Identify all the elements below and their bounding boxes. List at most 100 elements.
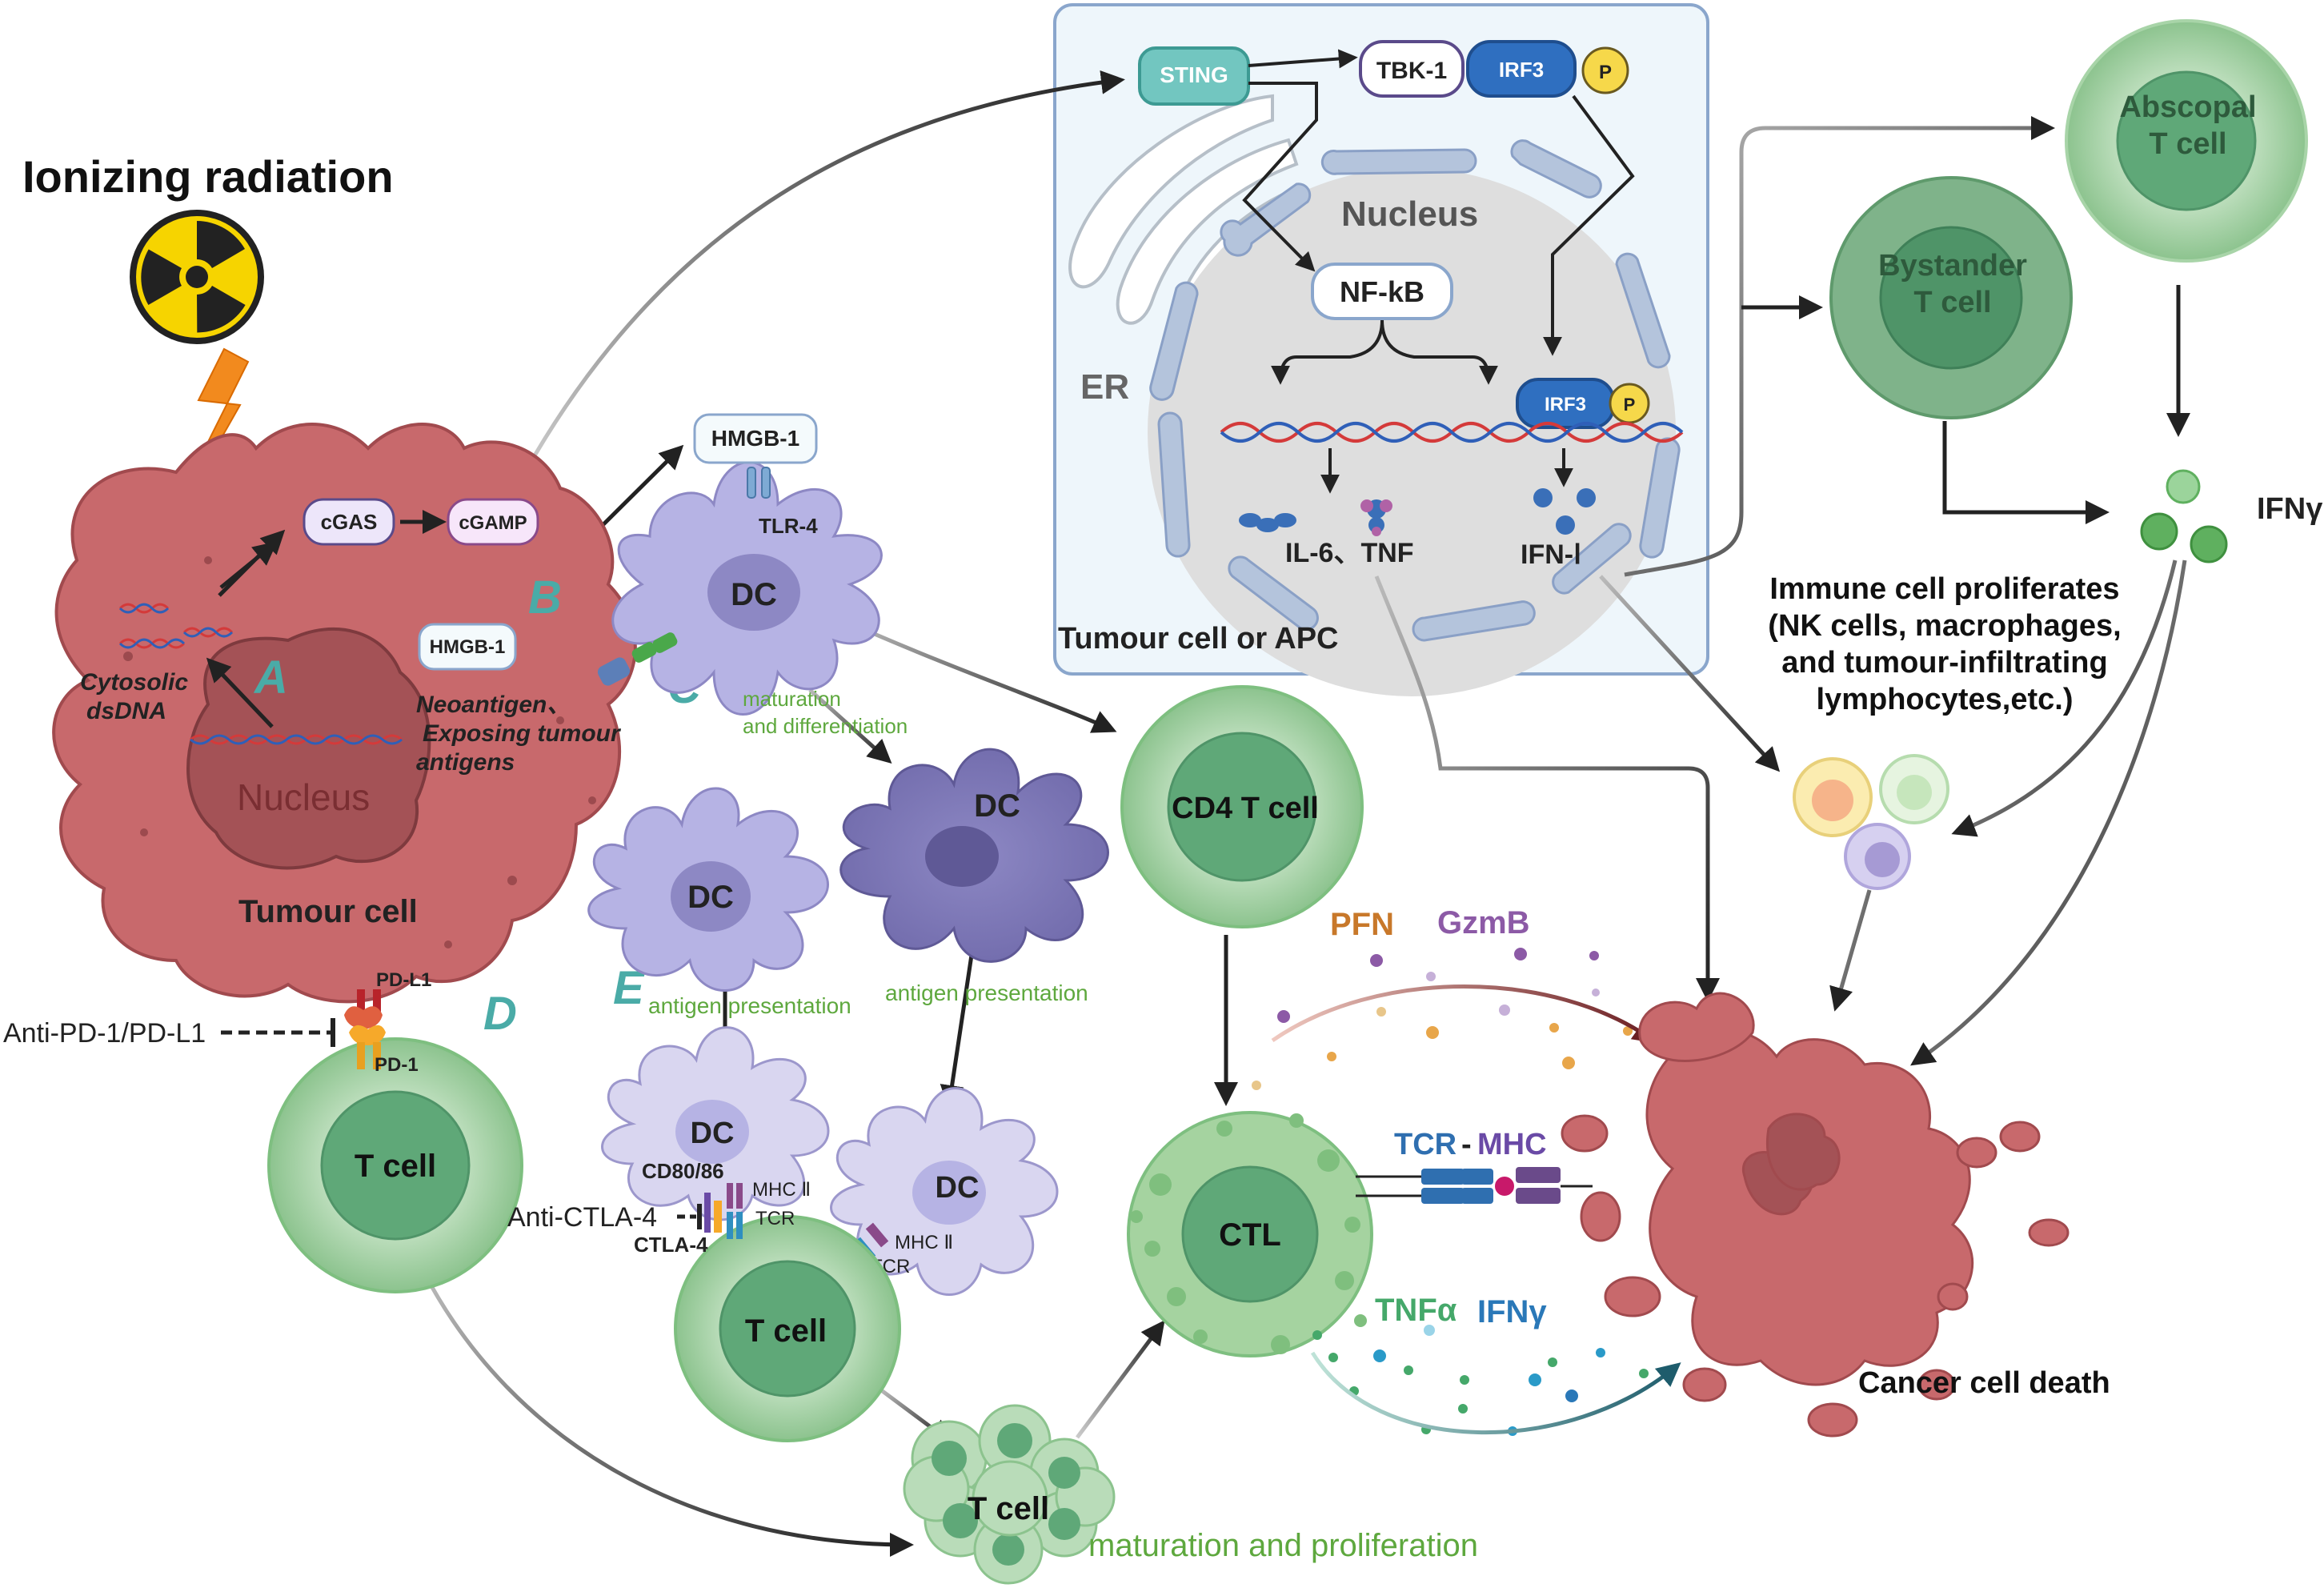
tcr-mhc-mhc-label: MHC (1477, 1128, 1547, 1161)
dc-main-label: DC (731, 577, 777, 612)
il6-to-death-arrow (1374, 575, 1720, 1002)
mhc2-label: MHC Ⅱ (752, 1179, 811, 1201)
dendritic-cell-mhc (830, 1087, 1059, 1296)
proliferating-t-cells (903, 1404, 1116, 1585)
ifng2-label: IFNγ (1477, 1294, 1547, 1329)
tbk1-node (1359, 40, 1465, 98)
maturation-label-line2: and differentiation (743, 714, 908, 738)
t-cell-left (267, 1037, 523, 1293)
ifng-to-death-arrow (1910, 559, 2187, 1066)
nfkb-label: NF-kB (1340, 275, 1424, 308)
phospho-p-label: P (1599, 62, 1612, 83)
dc-to-cd4-arrow (843, 619, 1117, 733)
bystander-label-line1: Bystander (1878, 249, 2027, 283)
bystander-to-ifng-arrow (1942, 421, 2110, 524)
dc-mature-label: DC (974, 788, 1020, 824)
irf3-to-nucleus-arrow (1543, 94, 1635, 356)
abscopal-label-line2: T cell (2149, 127, 2226, 161)
dc-e-label: DC (687, 880, 734, 915)
sting-pathway-panel: ER Nucleus STING TBK-1 IRF3 (1053, 3, 1709, 696)
maturation-proliferation-label: maturation and proliferation (1088, 1528, 1478, 1563)
dsdna-to-cgas-arrow (218, 529, 286, 597)
cancer-death-label: Cancer cell death (1858, 1366, 2110, 1400)
tbk1-label: TBK-1 (1376, 58, 1447, 84)
ctl-cell (1127, 1111, 1373, 1357)
immune-label-line2: (NK cells, macrophages, (1768, 609, 2121, 643)
ifn1-protein-icon (1533, 488, 1596, 535)
dendritic-cell-e (587, 787, 829, 992)
tcr-label: TCR (755, 1208, 795, 1229)
immune-label-line4: lymphocytes,etc.) (1817, 683, 2074, 716)
dc-maturation-arrow (808, 688, 892, 764)
gzmb-label: GzmB (1437, 905, 1530, 940)
t-cell-ctla4-label: T cell (745, 1313, 827, 1349)
ifng-label: IFNγ (2257, 492, 2322, 526)
pfn-gzmb-arrow (1271, 984, 1657, 1044)
pd1-label: PD-1 (375, 1054, 419, 1076)
dendritic-cell-mature (839, 748, 1109, 963)
sting-to-tbk1-arrow (1248, 49, 1358, 69)
step-letter-a: A (253, 652, 288, 704)
cd4-t-cell-label: CD4 T cell (1172, 792, 1319, 825)
tumour-nucleus-label: Nucleus (237, 776, 370, 818)
ctla4-complex-icon (704, 1183, 743, 1239)
neoantigen-label-line2: Exposing tumour (423, 720, 622, 747)
antigen-presentation-label-left: antigen presentation (648, 993, 851, 1018)
sting-label: STING (1160, 62, 1228, 87)
cgamp-label: cGAMP (459, 512, 527, 534)
dendritic-cell-ctla4 (601, 1026, 830, 1221)
tcr-mhc-tcr-label: TCR (1394, 1128, 1457, 1161)
tnfa-ifng-molecules-icon (1312, 1325, 1649, 1436)
bystander-t-cell (1829, 176, 2073, 419)
dc-hmgb1-label: HMGB-1 (711, 426, 799, 451)
proliferation-to-ctl-arrow (1075, 1320, 1165, 1439)
nuclear-irf3-label: IRF3 (1545, 394, 1586, 415)
ctl-label: CTL (1219, 1217, 1281, 1253)
dna-release-arrow (206, 657, 274, 728)
nuclear-dna-icon (1220, 422, 1684, 443)
nfkb-split-arrow-left (1271, 319, 1384, 385)
cd80-label: CD80/86 (642, 1159, 724, 1183)
il6-protein-icon (1239, 513, 1296, 532)
ctla4-label: CTLA-4 (634, 1233, 708, 1257)
dc-mhc-label: DC (936, 1171, 980, 1205)
radiation-hazard-icon (130, 210, 264, 344)
cgas-node (303, 498, 395, 546)
pdl1-label: PD-L1 (376, 969, 431, 991)
pfn-gzmb-granules-icon (1252, 948, 1633, 1090)
neoantigen-label-line3: antigens (416, 749, 515, 776)
maturation-label-line1: maturation (743, 687, 841, 711)
dc-hmgb1-node (693, 413, 818, 464)
tnfa-label: TNFα (1375, 1293, 1457, 1328)
tumour-hmgb1-label: HMGB-1 (430, 636, 506, 658)
irf3-label: IRF3 (1499, 58, 1544, 82)
ifng-molecules-icon (2140, 469, 2228, 563)
sting-to-nfkb-arrow (1242, 82, 1318, 272)
nuclear-phospho-p-label: P (1624, 395, 1636, 415)
er-label: ER (1080, 367, 1129, 407)
pfn-label: PFN (1330, 907, 1394, 942)
cytosolic-dsdna-icon (118, 603, 234, 649)
abscopal-t-cell (2065, 19, 2308, 263)
antigen-receptor-icon (597, 632, 678, 686)
dc-mhc2-label: MHC Ⅱ (895, 1232, 953, 1253)
tlr4-label: TLR-4 (759, 514, 818, 538)
tcr-mhc-dash: - (1461, 1128, 1472, 1161)
tumour-nuclear-dna-icon (190, 734, 403, 745)
pd1-pdl1-complex-icon (344, 989, 386, 1069)
nucleus-label: Nucleus (1341, 194, 1478, 234)
tnf-protein-icon (1360, 499, 1392, 536)
anti-pd1-label: Anti-PD-1/PD-L1 (3, 1018, 206, 1049)
apc-box-label: Tumour cell or APC (1058, 622, 1338, 656)
box-to-abscopal-arrow (1624, 116, 2055, 577)
immune-label-line1: Immune cell proliferates (1769, 572, 2119, 606)
abscopal-label-line1: Abscopal (2119, 90, 2256, 124)
cgamp-to-sting-arrow (523, 70, 1125, 474)
tumour-hmgb1-node (418, 623, 517, 671)
tlr4-receptor-icon (747, 467, 771, 499)
radiation-title: Ionizing radiation (22, 151, 394, 202)
immune-cells-to-death-arrow (1829, 889, 1872, 1012)
cgamp-node (447, 498, 539, 546)
dying-cancer-cell (1561, 992, 2070, 1438)
